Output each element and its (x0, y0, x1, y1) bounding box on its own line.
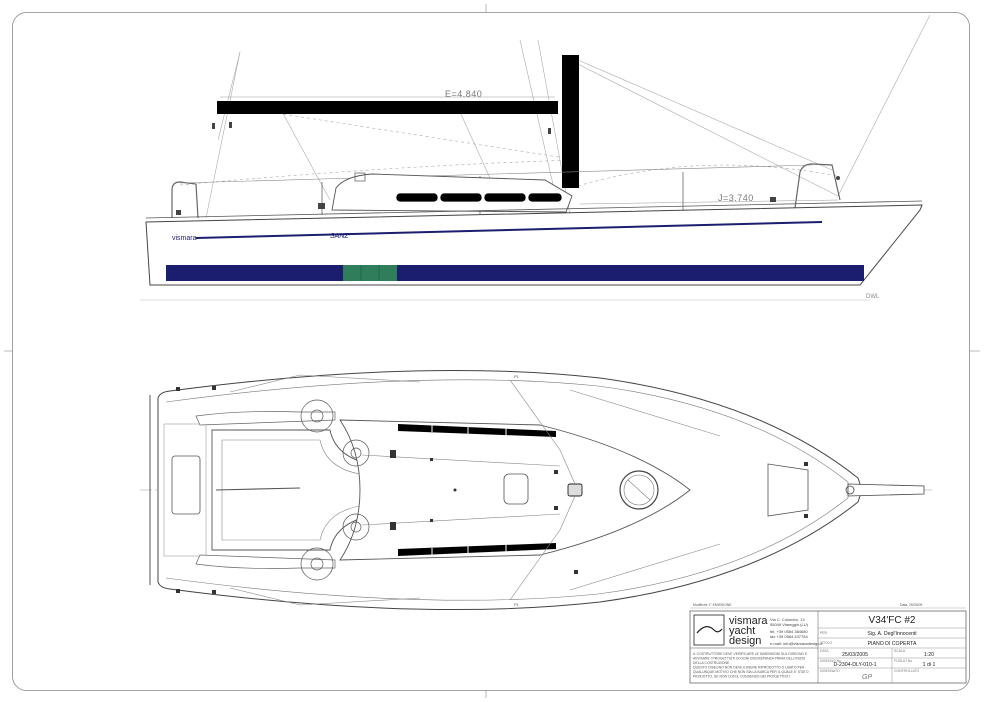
cockpit-locker-hatch (171, 455, 201, 515)
waterline-label: DWL (866, 294, 880, 300)
drawing-no-value: D-2304-DLY-010-1 (834, 662, 877, 668)
checked-label: CONTROLLATO (894, 669, 919, 673)
company-address-2: 55049 Viareggio (LU) (770, 622, 809, 627)
scale-label: SCALA (894, 649, 906, 653)
client-label: PER (820, 631, 828, 635)
drawing-title: PIANO DI COPERTA (868, 641, 917, 647)
hull-brand-label: vismara (172, 235, 197, 242)
coachroof-windows-plan (398, 424, 556, 556)
lifeline (179, 164, 813, 184)
deck-fittings (176, 122, 840, 215)
companionway-hatch (503, 473, 529, 505)
sheet-label: FOGLIO No (894, 659, 912, 663)
primary-winch-port (300, 399, 334, 433)
company-email: e-mail: info@vismaradesign.it (770, 641, 823, 646)
mast-base-hatch (354, 172, 366, 182)
stern-pulpit (171, 181, 199, 219)
coaming-port (195, 411, 336, 426)
coachroof-windows (395, 192, 563, 203)
revision-row: Modifiche 1° EMISSIONE (693, 603, 732, 607)
coachroof-plan (339, 419, 691, 561)
company-name-line-2: yacht (729, 625, 755, 637)
company-fax: fax +39 0584 437764 (770, 634, 808, 639)
hull-model-script: SANZ (330, 233, 349, 240)
sheet-border (12, 12, 970, 691)
secondary-winch-starboard (342, 513, 370, 541)
deck-line (145, 200, 923, 219)
sheet-lines (229, 374, 721, 606)
mast-step (567, 483, 583, 497)
disclaimer-line-4: QUESTO DISEGNO NON DEVE ESSERE RIPRODOTT… (693, 666, 805, 670)
winch-label-starboard: P1 (514, 602, 520, 607)
revision-date: Data: 25/03/05 (900, 603, 922, 607)
date-label: DATA (820, 649, 829, 653)
logo-wave (696, 626, 723, 634)
sheer-stripe (195, 221, 823, 239)
boot-stripe (166, 265, 864, 281)
primary-winch-starboard (300, 547, 334, 581)
bow-pulpit (794, 163, 841, 209)
company-name-line-3: design (729, 635, 761, 647)
secondary-winch-port (342, 439, 370, 467)
disclaimer-line-2: AVVISARE I PROGETTISTI DI OGNI DISCREPAN… (693, 657, 806, 661)
company-name-line-1: vismara (729, 615, 768, 627)
project-name: V34'FC #2 (869, 615, 916, 626)
company-phone: tel. +39 0584 384680 (770, 629, 808, 634)
boom (217, 101, 558, 114)
client-name: Sig. A. Degl'Innocenti (867, 631, 916, 637)
anchor-locker-hatch (767, 463, 809, 517)
disclaimer-line-1: IL COSTRUTTORE DEVE VERIFICARE LE DIMENS… (693, 652, 808, 656)
forward-hatch-hinge (627, 479, 651, 501)
deck-plan-view: P1 P1 (140, 369, 932, 611)
side-profile-view: E=4.840 vismar (140, 14, 931, 301)
winches (300, 399, 370, 581)
jib-dimension-label: J=3.740 (718, 193, 754, 203)
stern-seat (163, 423, 207, 557)
boot-stripe-patch (343, 265, 397, 281)
title-block: Modifiche 1° EMISSIONE Data: 25/03/05 vi… (689, 603, 967, 684)
sheet-value: 1 di 1 (923, 662, 936, 668)
drawing-no-label: DISEGNO No (820, 659, 841, 663)
scale-value: 1:20 (924, 652, 934, 658)
title-label: TITOLO (820, 641, 833, 645)
jib-dimension-line (579, 199, 839, 205)
window-dividers (431, 424, 507, 556)
deck-hardware (176, 386, 808, 594)
forward-hatch-inner (623, 474, 655, 506)
drawn-label: DISEGNATO (820, 669, 840, 673)
tiller (215, 487, 301, 491)
winch-label-port: P1 (514, 374, 520, 379)
disclaimer-line-6: PRODOTTO, SE NON CON IL CONSENSO DEI PRO… (693, 675, 791, 679)
company-address-1: Via C. Colombo, 13 (770, 617, 805, 622)
coaming-starboard (195, 554, 336, 569)
date-value: 25/03/2005 (842, 652, 868, 658)
mast (562, 55, 579, 188)
disclaimer-line-3: DELLA COSTRUZIONE. (693, 661, 730, 665)
drawn-signature: GP (862, 674, 872, 681)
bow-roller (847, 483, 925, 497)
title-block-frame (689, 610, 967, 684)
boom-dimension-label: E=4.840 (445, 89, 482, 99)
forestay-fitting (845, 485, 855, 495)
disclaimer-line-5: QUALUNQUE MOTIVO CHE NON SIA LA BARCA PE… (693, 670, 809, 674)
company-logo (693, 614, 725, 646)
